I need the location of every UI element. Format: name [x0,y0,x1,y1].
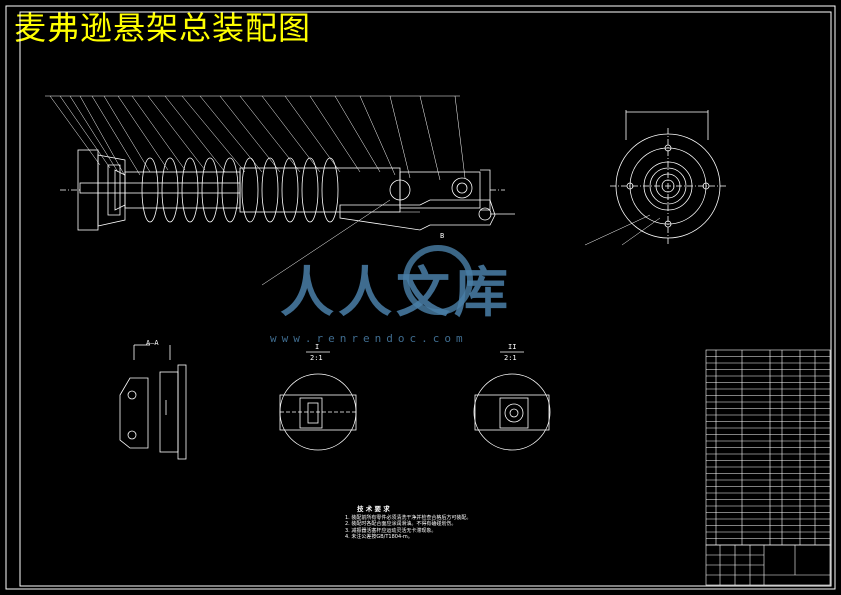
callout-b: B [440,232,445,240]
leader-lines [45,95,466,286]
title-block [705,544,831,586]
detail-view-2-number: II [508,343,517,351]
parts-list-table [705,349,831,546]
section-view-a [119,344,187,460]
technical-note-3: 3. 减振器活塞杆应运动灵活无卡滞现象。 [345,527,437,534]
mount-top-view [584,110,726,246]
detail-view-2 [473,351,551,451]
technical-note-2: 2. 装配时各配合面应涂润滑油。不得有磕碰划伤。 [345,521,457,527]
technical-notes: 技 术 要 求 1. 装配前所有零件必须清洗干净并检查合格后方可装配。 2. 装… [345,506,471,541]
technical-note-4: 4. 未注公差按GB/T1804-m。 [345,534,413,540]
detail-view-1 [279,351,357,451]
page-title: 麦弗逊悬架总装配图 [14,9,312,47]
detail-view-1-number: I [315,343,320,351]
sheet-inner-border [19,11,832,587]
technical-note-1: 1. 装配前所有零件必须清洗干净并检查合格后方可装配。 [345,514,472,521]
section-view-a-label: A—A [146,339,159,347]
detail-view-1-scale: 2:1 [310,354,323,362]
sheet-border [5,5,836,590]
strut-assembly [60,149,515,231]
technical-notes-heading: 技 术 要 求 [357,505,390,513]
detail-view-2-scale: 2:1 [504,354,517,362]
